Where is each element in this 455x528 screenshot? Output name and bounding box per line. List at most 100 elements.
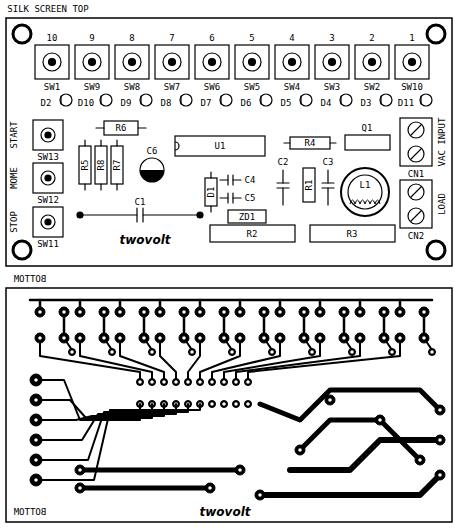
copper-pad <box>99 307 109 317</box>
led-outline <box>100 94 112 106</box>
copper-pad <box>355 307 365 317</box>
copper-trace <box>300 420 420 460</box>
drill-hole <box>438 473 442 477</box>
copper-pad <box>197 379 204 386</box>
led-outline <box>340 94 352 106</box>
mounting-hole <box>13 241 31 259</box>
switch-center <box>369 59 376 66</box>
copper-pad <box>415 455 425 465</box>
drill-hole <box>198 380 202 384</box>
silkscreen-label: C3 <box>323 158 334 167</box>
terminal-screw <box>408 146 424 162</box>
copper-pad <box>435 405 445 415</box>
switch-button <box>123 53 141 71</box>
drill-hole <box>318 336 322 340</box>
silkscreen-label: C2 <box>278 158 289 167</box>
drill-hole <box>34 458 38 462</box>
switch-body <box>35 45 69 79</box>
copper-pad <box>309 349 316 356</box>
solder-pad <box>197 212 203 218</box>
led-flat <box>260 96 261 104</box>
silkscreen-label: D3 <box>361 99 372 108</box>
copper-trace <box>160 338 176 382</box>
copper-trace <box>80 486 210 491</box>
copper-pad <box>275 307 285 317</box>
drill-hole <box>102 336 106 340</box>
lead <box>100 140 101 146</box>
drill-hole <box>398 310 402 314</box>
drill-hole <box>158 336 162 340</box>
drill-hole <box>198 336 202 340</box>
switch-body <box>33 163 63 193</box>
drill-hole <box>302 336 306 340</box>
switch-body <box>33 207 63 237</box>
brand-logo: twovolt <box>200 506 251 518</box>
copper-trace <box>224 338 320 382</box>
drill-hole <box>262 336 266 340</box>
lead <box>84 140 85 146</box>
copper-pad <box>179 307 189 317</box>
terminal-screw <box>408 184 424 200</box>
drill-hole <box>246 402 250 406</box>
copper-trace <box>40 338 140 382</box>
copper-pad <box>325 395 335 405</box>
copper-pad <box>30 414 42 426</box>
drill-hole <box>422 336 426 340</box>
switch-button <box>403 53 421 71</box>
drill-hole <box>238 468 242 472</box>
copper-pad <box>419 307 429 317</box>
copper-pad <box>235 307 245 317</box>
mounting-hole <box>13 25 31 43</box>
drill-hole <box>222 402 226 406</box>
capacitor-polarity <box>140 170 164 182</box>
drill-hole <box>208 486 212 490</box>
silkscreen-label: D8 <box>161 99 172 108</box>
drill-hole <box>302 310 306 314</box>
silkscreen-label: 1 <box>409 34 414 43</box>
board-outline <box>6 18 452 266</box>
lead <box>96 127 104 128</box>
copper-pad <box>255 490 265 500</box>
resistor-symbol <box>210 225 295 242</box>
resistor-symbol <box>111 146 123 184</box>
copper-pad <box>221 401 228 408</box>
drill-hole <box>182 336 186 340</box>
copper-pad <box>429 349 436 356</box>
led-flat <box>60 96 61 104</box>
drill-hole <box>70 350 74 354</box>
copper-pad <box>269 349 276 356</box>
switch-body <box>395 45 429 79</box>
brand-logo: twovolt <box>120 234 171 246</box>
copper-pad <box>75 483 85 493</box>
silkscreen-label: VAC INPUT <box>438 118 447 167</box>
drill-hole <box>238 336 242 340</box>
led-flat <box>340 96 341 104</box>
copper-pad <box>219 333 229 343</box>
drill-hole <box>234 402 238 406</box>
switch-body <box>355 45 389 79</box>
copper-pad <box>139 307 149 317</box>
silkscreen-label: R7 <box>113 160 122 171</box>
drill-hole <box>186 380 190 384</box>
copper-pad <box>209 379 216 386</box>
terminal-block <box>400 180 432 228</box>
copper-pad <box>435 435 445 445</box>
silkscreen-label: C4 <box>245 176 256 185</box>
silkscreen-label: SW10 <box>401 83 423 92</box>
capacitor-plate <box>136 208 137 222</box>
zener-symbol <box>228 210 266 223</box>
silkscreen-label: CN2 <box>408 232 424 241</box>
copper-pad <box>259 307 269 317</box>
copper-pad <box>189 349 196 356</box>
copper-pad <box>149 349 156 356</box>
silkscreen-label: C6 <box>147 147 158 156</box>
lead <box>80 214 137 215</box>
lead <box>284 142 290 143</box>
lead <box>84 184 85 190</box>
copper-pad <box>235 465 245 475</box>
capacitor-plate <box>277 182 289 183</box>
silkscreen-label: 2 <box>369 34 374 43</box>
drill-hole <box>150 380 154 384</box>
drill-hole <box>174 380 178 384</box>
switch-body <box>155 45 189 79</box>
